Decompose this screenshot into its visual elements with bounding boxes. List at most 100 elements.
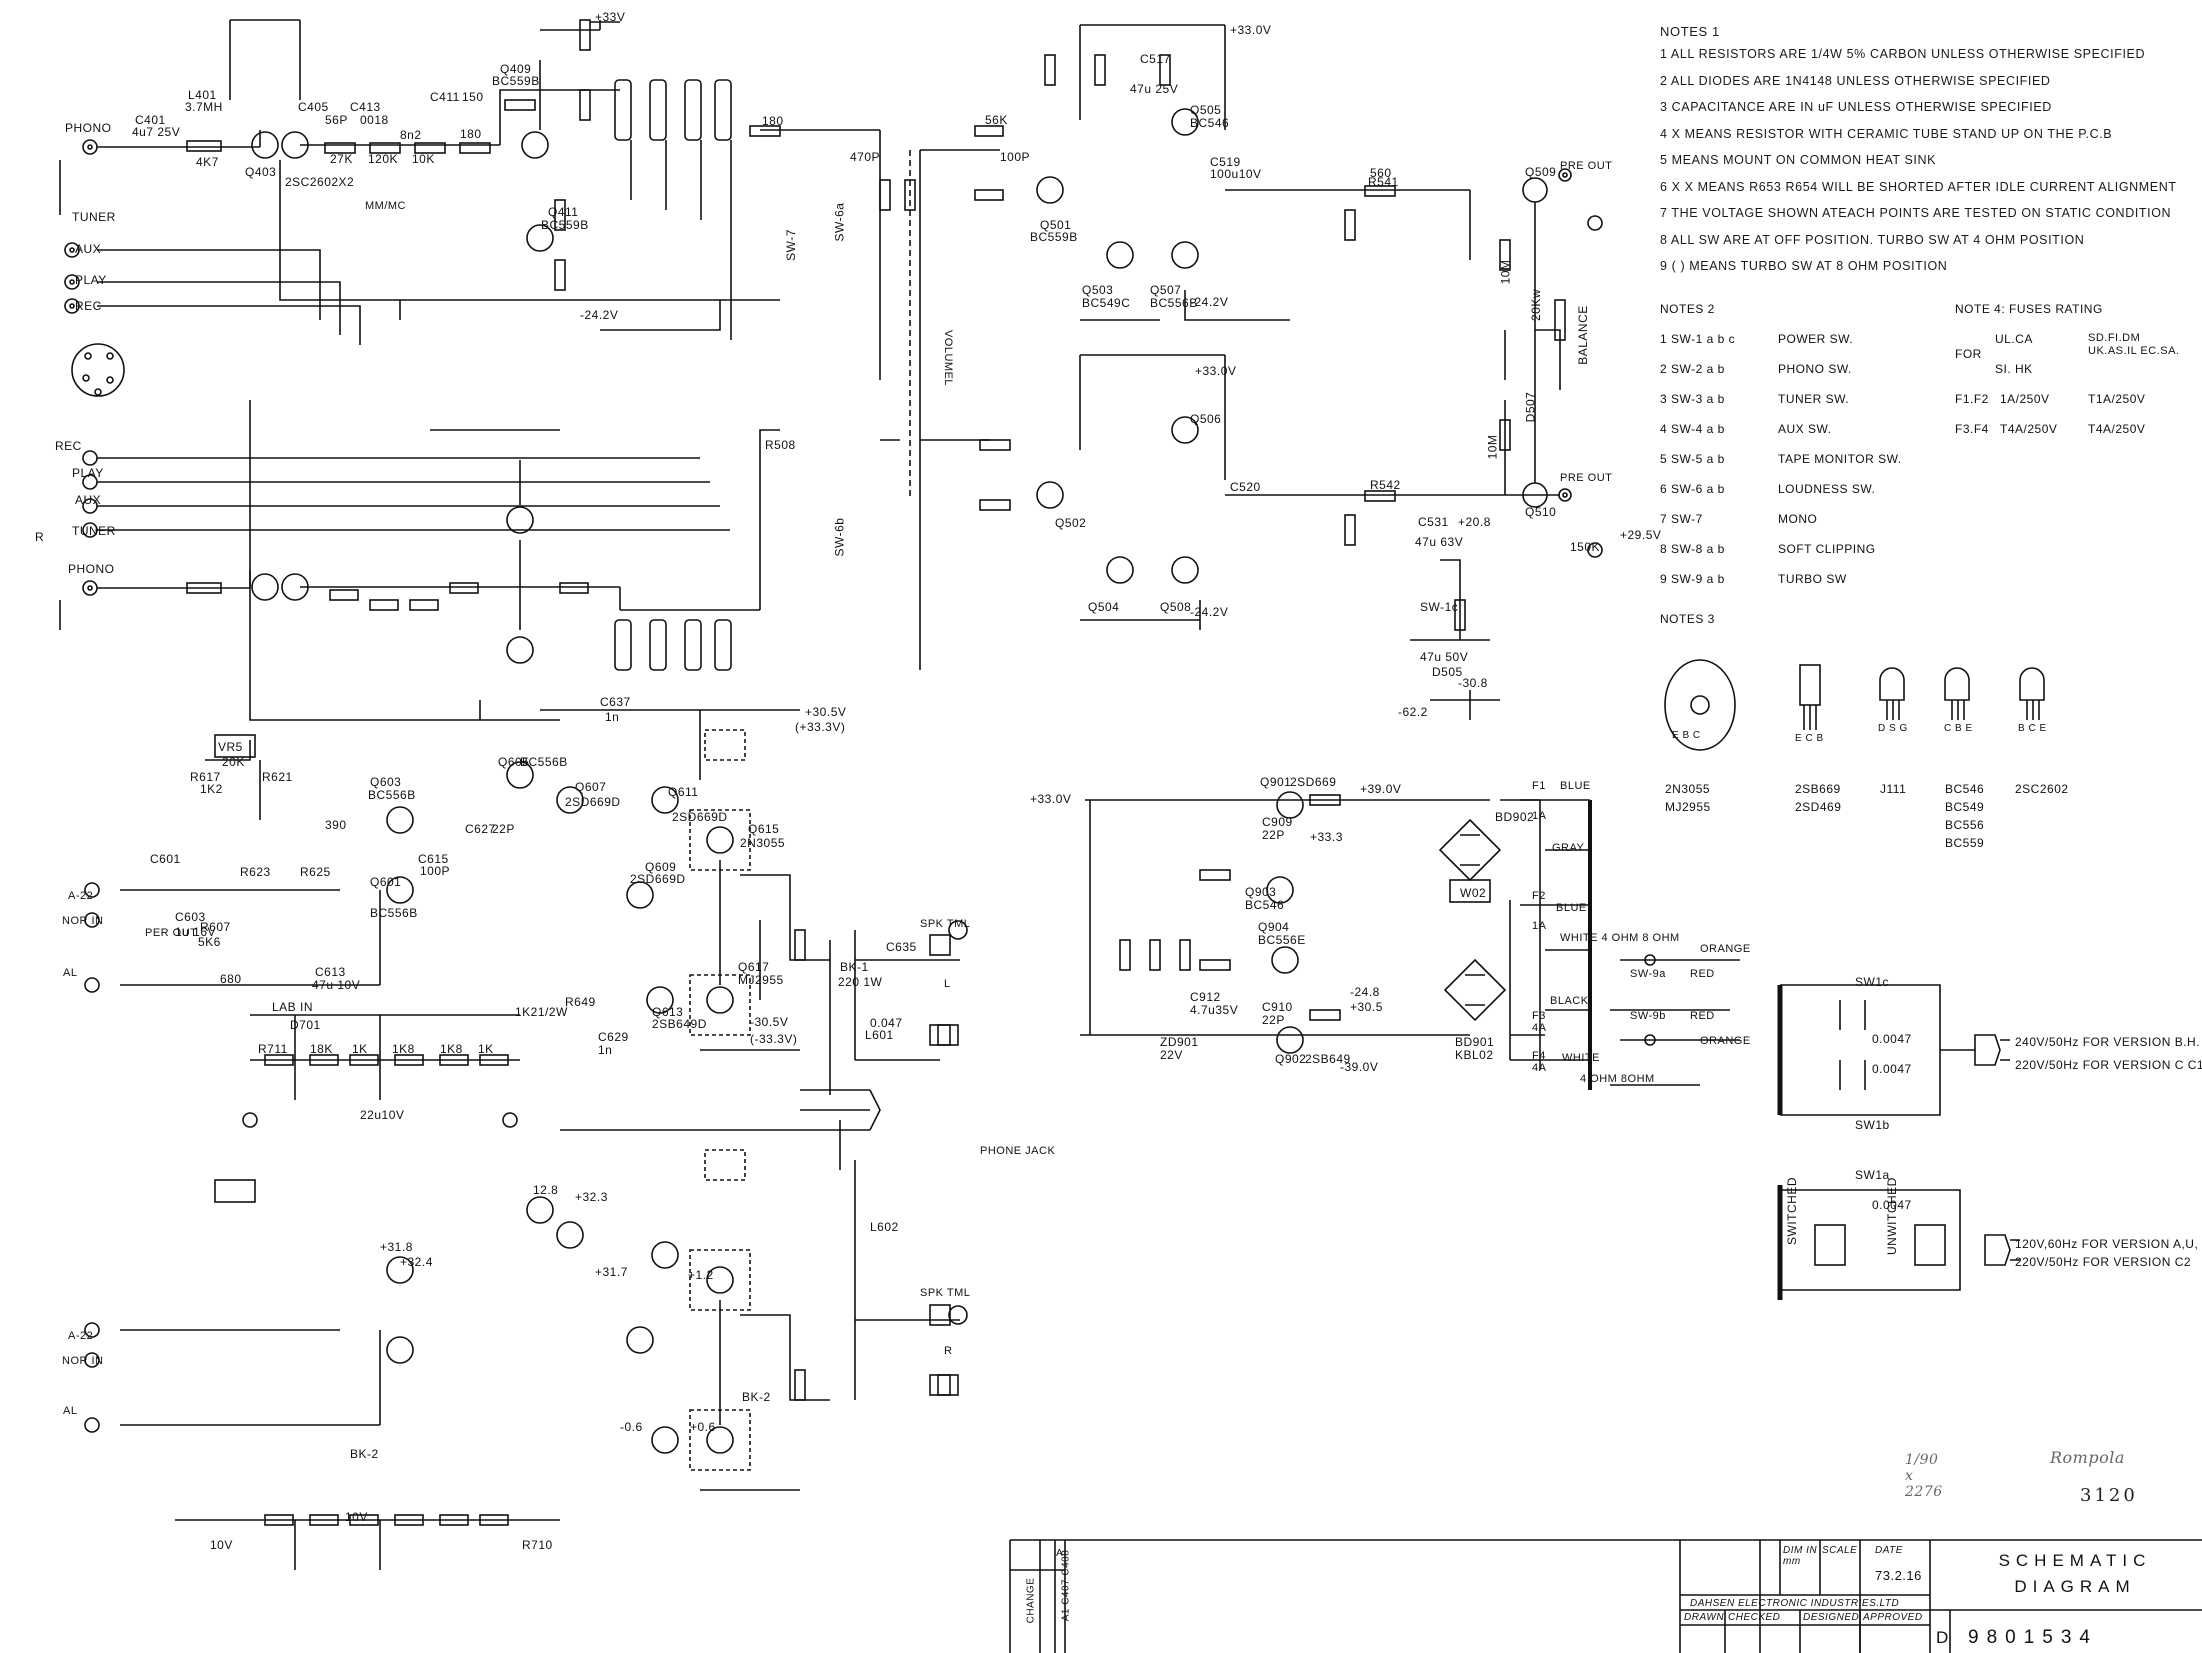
switch-id: 7 SW-7 [1660,512,1703,526]
input-label: REC [55,439,82,453]
xfmr-label: SW-9b [1630,1010,1666,1022]
part-label: BC556E [1258,933,1306,947]
xfmr-label: RED [1690,968,1715,980]
part-label: R623 [240,865,271,879]
part-label: 2SD669D [630,872,686,886]
change-label: CHANGE [1025,1577,1037,1624]
phone-jack-label: PHONE JACK [980,1145,1056,1157]
rail-label: -24.2V [580,308,619,322]
part-label: LAB IN [272,1000,314,1014]
part-label: BC556B [520,755,568,769]
part-label: 10M [1498,259,1513,285]
package-pins: C B E [1944,723,1973,734]
power-amp-right [84,1129,968,1570]
part-label: +1.2 [688,1268,714,1282]
part-label: 22P [1262,1013,1285,1027]
date-label: DATE [1875,1545,1903,1556]
part-label: C637 [600,695,631,709]
part-label: R621 [262,770,293,784]
part-label: 2N3055 [740,836,786,850]
part-label: 2SD669D [565,795,621,809]
rail-label: -30.5V [750,1015,789,1029]
part-label: 100u10V [1210,167,1262,181]
part-label: +20.8 [1458,515,1491,529]
part-label: 20K [222,755,245,769]
xfmr-label: 1A [1532,810,1547,822]
part-label: +0.6 [690,1420,716,1434]
input-label: NOR IN [62,1355,104,1367]
package-pins: E B C [1672,730,1701,741]
part-label: BD902 [1495,810,1535,824]
xfmr-label: BLACK [1550,995,1589,1007]
notes-4-title: NOTE 4: FUSES RATING [1955,302,2103,316]
spk-label: SPK TML [920,1287,971,1299]
part-label: C910 [1262,1000,1293,1014]
package-part: BC549 [1945,800,1985,814]
xfmr-label: F3 [1532,1010,1546,1022]
balance-label: BALANCE [1575,305,1590,365]
part-label: BC546 [1245,898,1285,912]
part-label: Q501 [1040,218,1072,232]
rail-label: +29.5V [1620,528,1662,542]
part-label: 220 1W [838,975,883,989]
part-label: 100P [1000,150,1031,164]
rail-label: +33.0V [1230,23,1272,37]
xfmr-label: WHITE 4 OHM 8 OHM [1560,932,1680,944]
note-line: 1 ALL RESISTORS ARE 1/4W 5% CARBON UNLES… [1660,47,2146,61]
notes-3-title: NOTES 3 [1660,612,1715,626]
part-label: Q617 [738,960,770,974]
part-label: C909 [1262,815,1293,829]
xfmr-label: F2 [1532,890,1546,902]
part-label: 47u 63V [1415,535,1464,549]
switch-id: 1 SW-1 a b c [1660,332,1736,346]
cap-label: 0.0047 [1872,1198,1912,1212]
drawn-label: DRAWN [1684,1612,1725,1623]
switch-label: SW1c [1855,975,1890,989]
part-label: -30.8 [1458,676,1488,690]
switch-name: TURBO SW [1778,572,1847,586]
part-label: KBL02 [1455,1048,1494,1062]
cap-label: 0.0047 [1872,1032,1912,1046]
part-label: 560 [1370,166,1392,180]
fuse-for-col: SI. HK [1995,362,2033,376]
part-label: C601 [150,852,181,866]
rail-label: +39.0V [1360,782,1402,796]
spk-label: R [944,1345,953,1357]
part-label: +32.4 [400,1255,433,1269]
input-label: A-22 [68,1330,94,1342]
fuse-rating: T4A/250V [2000,422,2058,436]
part-label: 1K2 [200,782,223,796]
part-label: 1K8 [440,1042,463,1056]
part-label: Q409 [500,62,532,76]
part-label: 2SC2602X2 [285,175,355,189]
switch-id: 8 SW-8 a b [1660,542,1725,556]
fuse-id: F3.F4 [1955,422,1989,436]
part-label: BK-2 [350,1447,379,1461]
part-label: Q611 [668,785,699,799]
package-part: J111 [1880,782,1907,796]
notes-1-title: NOTES 1 [1660,24,1720,39]
part-label: VR5 [218,740,243,754]
part-label: 1K [478,1042,494,1056]
rail-label: -39.0V [1340,1060,1379,1074]
sw-label: 10V [345,1510,368,1524]
part-label: -24.8 [1350,985,1380,999]
package-pins: D S G [1878,723,1908,734]
part-label: 2SD669 [1290,775,1337,789]
xfmr-label: 4 OHM 8OHM [1580,1073,1655,1085]
part-label: C912 [1190,990,1221,1004]
package-part: BC559 [1945,836,1985,850]
date-value: 73.2.16 [1875,1568,1922,1583]
part-label: 1K21/2W [515,1005,568,1019]
fuse-for: FOR [1955,347,1982,361]
handwritten-number: 3120 [2080,1485,2138,1506]
input-label: PHONO [65,121,112,135]
part-label: R617 [190,770,221,784]
rail-label: -24.2V [1190,295,1229,309]
switch-id: 9 SW-9 a b [1660,572,1725,586]
part-label: 120K [368,152,399,166]
channel-label-r: R [35,530,45,544]
package-part: BC546 [1945,782,1985,796]
scale-label: SCALE [1822,1545,1858,1556]
dim-label: DIM IN mm [1783,1545,1818,1567]
